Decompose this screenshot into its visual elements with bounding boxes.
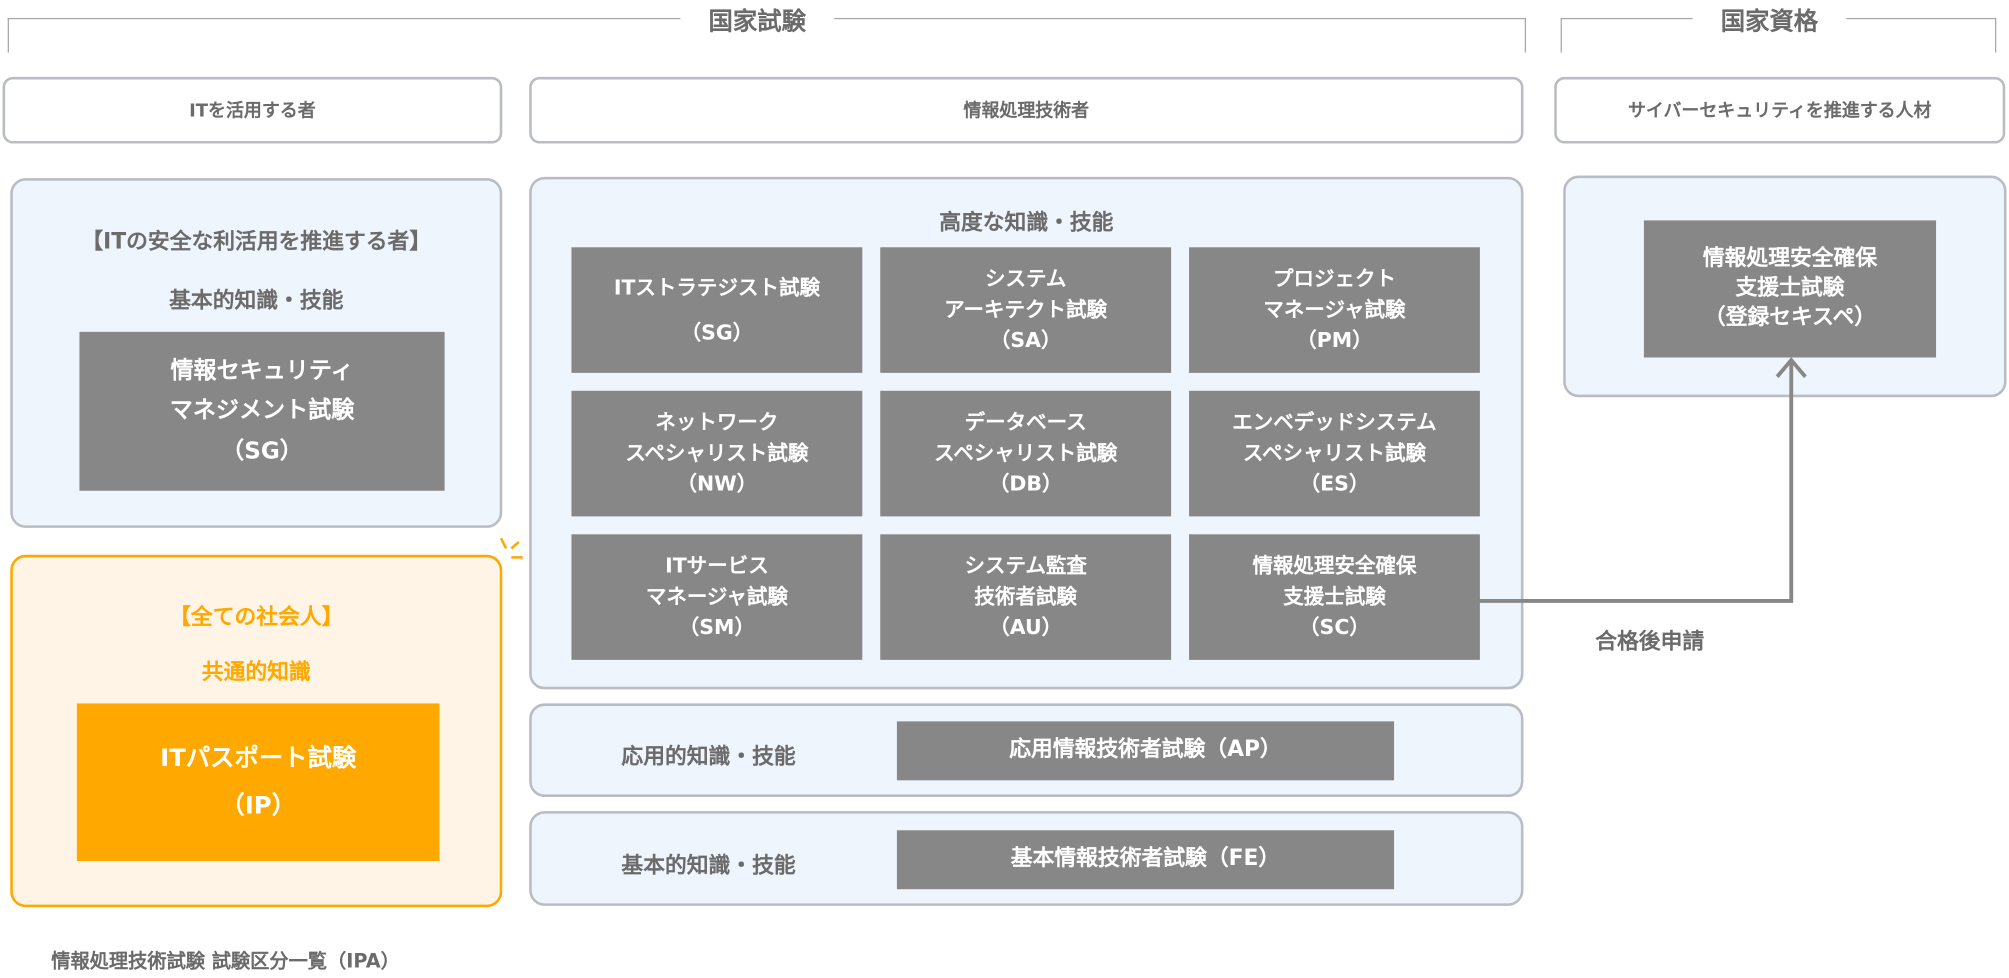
national-exam-bracket: 国家試験 xyxy=(7,2,1527,53)
exam-line: （IP） xyxy=(220,791,296,820)
exam-line: マネージャ試験 xyxy=(1263,297,1406,322)
exam-line: ネットワーク xyxy=(655,410,779,435)
exam-line: スペシャリスト試験 xyxy=(1242,440,1427,466)
registered-sc-box: 情報処理安全確保 支援士試験 （登録セキスペ） xyxy=(1643,220,1937,358)
exam-line: ITサービス xyxy=(665,553,769,578)
header-it-engineers: 情報処理技術者 xyxy=(529,76,1524,144)
applied-panel: 応用的知識・技能 応用情報技術者試験（AP） xyxy=(529,703,1524,797)
all-workers-panel: 【全ての社会人】 共通的知識 ITパスポート試験 （IP） xyxy=(10,554,503,908)
all-workers-subtitle: 共通的知識 xyxy=(201,659,311,686)
exam-ap-box: 応用情報技術者試験（AP） xyxy=(896,721,1395,781)
exam-line: （AU） xyxy=(989,615,1063,640)
exam-line: （登録セキスペ） xyxy=(1703,304,1877,331)
it-users-panel: 【ITの安全な利活用を推進する者】 基本的知識・技能 情報セキュリティ マネジメ… xyxy=(10,178,503,528)
caption: 情報処理技術試験 試験区分一覧（IPA） xyxy=(51,949,400,973)
exam-line: プロジェクト xyxy=(1272,266,1396,291)
exam-line: ITパスポート試験 xyxy=(160,744,357,774)
applied-label: 応用的知識・技能 xyxy=(621,744,796,771)
exam-line: （PM） xyxy=(1296,328,1373,353)
exam-line: 情報セキュリティ xyxy=(170,357,354,385)
exam-line: システム監査 xyxy=(964,553,1087,578)
header-it-users: ITを活用する者 xyxy=(2,76,503,144)
exam-line: マネージャ試験 xyxy=(645,584,788,609)
advanced-title: 高度な知識・技能 xyxy=(939,210,1114,236)
exam-line: データベース xyxy=(964,410,1087,435)
exam-line: アーキテクト試験 xyxy=(944,297,1108,322)
exam-fe-box: 基本情報技術者試験（FE） xyxy=(896,830,1395,890)
fundamental-label: 基本的知識・技能 xyxy=(621,853,796,879)
advanced-exam-box: データベーススペシャリスト試験 （DB） xyxy=(880,390,1172,517)
advanced-exam-box: システムアーキテクト試験 （SA） xyxy=(880,247,1172,373)
exam-line: （DB） xyxy=(988,471,1063,496)
advanced-exam-box: ITサービスマネージャ試験 （SM） xyxy=(571,534,863,660)
exam-line: （SA） xyxy=(989,328,1062,353)
advanced-exam-box: プロジェクトマネージャ試験 （PM） xyxy=(1189,247,1480,373)
exam-line: （SM） xyxy=(678,615,755,640)
advanced-exam-box: ITストラテジスト試験 （SG） xyxy=(571,247,863,373)
national-qualification-label: 国家資格 xyxy=(1692,2,1847,38)
exam-line: （SG） xyxy=(221,437,303,465)
fundamental-panel: 基本的知識・技能 基本情報技術者試験（FE） xyxy=(529,811,1524,906)
advanced-exam-box: システム監査技術者試験 （AU） xyxy=(880,534,1172,660)
arrow-icon xyxy=(1478,357,1807,603)
exam-line: スペシャリスト試験 xyxy=(934,440,1118,466)
exam-line: エンベデッドシステム xyxy=(1232,410,1437,435)
exam-line: システム xyxy=(984,266,1067,291)
exam-sg-box: 情報セキュリティ マネジメント試験 （SG） xyxy=(79,331,445,491)
advanced-exam-box: ネットワークスペシャリスト試験 （NW） xyxy=(571,390,863,517)
it-users-title: 【ITの安全な利活用を推進する者】 xyxy=(81,229,432,255)
exam-line: 情報処理安全確保 xyxy=(1252,553,1417,578)
exam-line: 支援士試験 xyxy=(1735,275,1845,302)
header-cyber-security: サイバーセキュリティを推進する人材 xyxy=(1554,76,2006,144)
burst-icon xyxy=(499,537,523,559)
it-users-subtitle: 基本的知識・技能 xyxy=(169,288,344,314)
exam-line: 技術者試験 xyxy=(974,584,1077,609)
exam-line: 支援士試験 xyxy=(1283,584,1386,609)
exam-line: マネジメント試験 xyxy=(169,397,355,425)
advanced-exam-box: 情報処理安全確保支援士試験 （SC） xyxy=(1189,534,1480,660)
qualification-panel: 情報処理安全確保 支援士試験 （登録セキスペ） xyxy=(1563,175,2007,398)
national-qualification-bracket: 国家資格 xyxy=(1560,2,1997,53)
exam-ip-box: ITパスポート試験 （IP） xyxy=(76,703,440,862)
exam-line: 情報処理安全確保 xyxy=(1702,246,1878,272)
exam-line: （NW） xyxy=(676,471,758,496)
exam-line: スペシャリスト試験 xyxy=(625,440,809,466)
exam-line: （ES） xyxy=(1299,471,1370,496)
exam-line: （SC） xyxy=(1299,615,1370,640)
exam-line: （SG） xyxy=(680,320,754,345)
advanced-exam-box: エンベデッドシステムスペシャリスト試験 （ES） xyxy=(1189,390,1480,517)
national-exam-label: 国家試験 xyxy=(680,2,835,38)
exam-line: ITストラテジスト試験 xyxy=(613,275,820,300)
arrow-label: 合格後申請 xyxy=(1595,629,1705,655)
all-workers-title: 【全ての社会人】 xyxy=(169,604,344,631)
